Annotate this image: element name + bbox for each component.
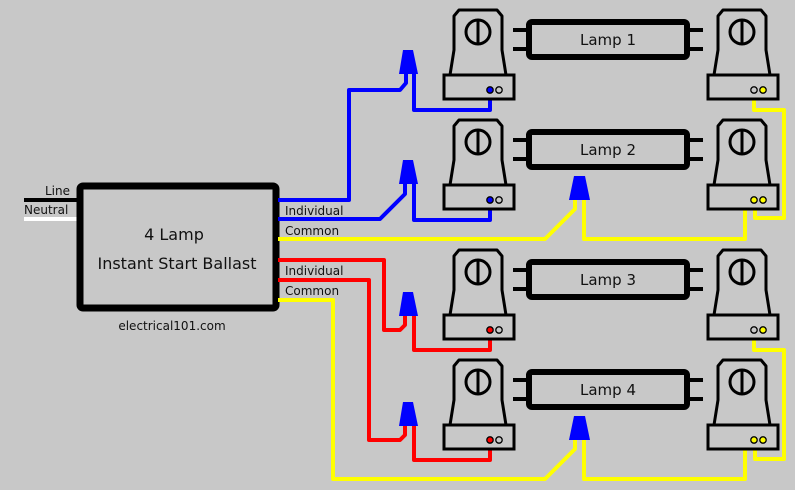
lamp-tube-body — [526, 369, 690, 410]
lamp-holder-left-1 — [442, 8, 516, 101]
lamp-tube-3: Lamp 3 — [513, 259, 703, 300]
terminal-dot — [750, 196, 758, 204]
output-label-red-individual: Individual — [285, 264, 343, 278]
terminal-dot — [750, 86, 758, 94]
terminal-dot — [495, 86, 503, 94]
blue-wire-1 — [278, 72, 408, 202]
ballast-subtitle: Instant Start Ballast — [97, 254, 256, 273]
yellow-common-2-lead — [582, 439, 747, 481]
terminal-dot — [495, 326, 503, 334]
lamp-tube-body — [526, 19, 690, 60]
yellow-lamp1-lamp2-jumper — [752, 90, 786, 220]
lamps-layer: Lamp 1 Lamp 2 Lamp 3 Lamp 4 — [442, 8, 780, 451]
lamp-label: Lamp 2 — [580, 141, 636, 159]
holder-base — [706, 313, 780, 341]
lamp-label: Lamp 1 — [580, 31, 636, 49]
holder-base — [442, 183, 516, 211]
terminal-dot — [750, 326, 758, 334]
terminal-dot — [495, 196, 503, 204]
lamp-tube-body — [526, 259, 690, 300]
wire-nut-common-2 — [569, 416, 590, 440]
holder-base — [706, 183, 780, 211]
yellow-common-1-lead — [582, 199, 747, 241]
lamp-holder-right-3 — [706, 248, 780, 341]
terminal-dot — [486, 326, 494, 334]
holder-base — [442, 423, 516, 451]
holder-base — [706, 73, 780, 101]
terminal-dot — [750, 436, 758, 444]
lamp-holder-right-2 — [706, 118, 780, 211]
yellow-common-1 — [278, 200, 577, 241]
terminal-dot — [759, 326, 767, 334]
terminal-dot — [759, 196, 767, 204]
terminal-dot — [486, 196, 494, 204]
terminal-dot — [759, 86, 767, 94]
output-label-common-1: Common — [285, 224, 339, 238]
holder-base — [442, 313, 516, 341]
terminal-dot — [486, 86, 494, 94]
wire-nut-red-2 — [399, 402, 418, 426]
lamp-holder-right-1 — [706, 8, 780, 101]
lamp-tube-4: Lamp 4 — [513, 369, 703, 410]
output-label-blue-individual: Individual — [285, 204, 343, 218]
yellow-common-2 — [278, 298, 577, 481]
yellow-lamp3-lamp4-jumper — [752, 329, 786, 461]
blue-wire-2 — [278, 182, 407, 221]
holder-base — [706, 423, 780, 451]
lamp-holder-left-4 — [442, 358, 516, 451]
wire-nut-common-1 — [569, 176, 590, 200]
lamp-tube-2: Lamp 2 — [513, 129, 703, 170]
lamp-holder-right-4 — [706, 358, 780, 451]
red-wire-1 — [278, 258, 407, 332]
lamp-holder-left-2 — [442, 118, 516, 211]
ballast-title: 4 Lamp — [144, 225, 204, 244]
credit-text: electrical101.com — [118, 319, 225, 333]
output-label-common-2: Common — [285, 284, 339, 298]
lamp-tube-1: Lamp 1 — [513, 19, 703, 60]
ballast-box — [76, 182, 280, 312]
neutral-label: Neutral — [24, 203, 68, 217]
lamp-tube-body — [526, 129, 690, 170]
line-label: Line — [45, 184, 70, 198]
wire-nut-blue-2 — [399, 160, 418, 184]
lamp-label: Lamp 4 — [580, 381, 636, 399]
terminal-dot — [486, 436, 494, 444]
wire-nut-red-1 — [399, 292, 418, 316]
holder-base — [442, 73, 516, 101]
terminal-dot — [759, 436, 767, 444]
lamp-label: Lamp 3 — [580, 271, 636, 289]
red-wire-2 — [278, 278, 407, 442]
terminal-dot — [495, 436, 503, 444]
lamp-holder-left-3 — [442, 248, 516, 341]
wire-nut-blue-1 — [399, 50, 418, 74]
